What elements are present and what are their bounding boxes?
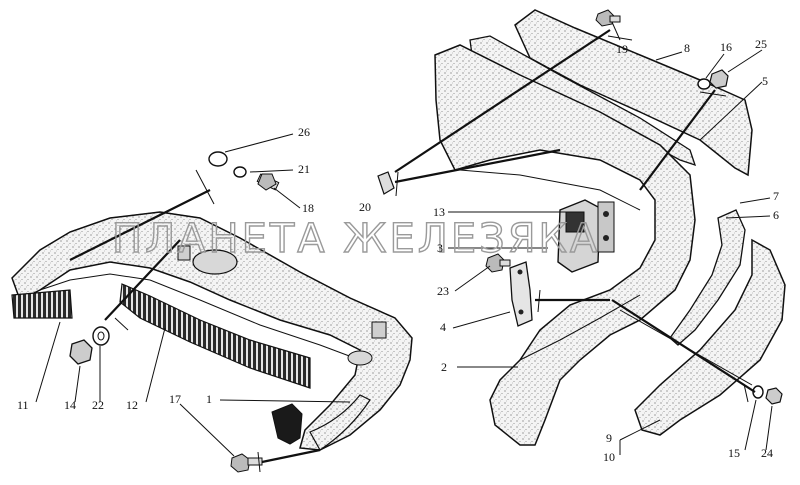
callout-9: 9 bbox=[606, 431, 612, 445]
callout-8: 8 bbox=[684, 41, 690, 55]
bolt-17-icon bbox=[230, 453, 263, 473]
callout-2: 2 bbox=[441, 360, 447, 374]
clip-20-icon bbox=[377, 171, 395, 195]
nut-14-icon bbox=[69, 339, 93, 365]
callout-15: 15 bbox=[728, 446, 740, 460]
bolt-18-icon bbox=[256, 173, 280, 191]
callout-18: 18 bbox=[302, 201, 314, 215]
callout-4: 4 bbox=[440, 320, 446, 334]
rear-bumper bbox=[434, 44, 696, 446]
callout-3: 3 bbox=[437, 241, 443, 255]
watermark: ПЛАНЕТА ЖЕЛЕЗЯКА bbox=[112, 216, 600, 262]
callout-20: 20 bbox=[359, 200, 371, 214]
bolt-19-icon bbox=[595, 9, 621, 27]
callout-14: 14 bbox=[64, 398, 76, 412]
end-strip-left bbox=[11, 289, 73, 319]
callout-11: 11 bbox=[17, 398, 29, 412]
callout-1: 1 bbox=[206, 392, 212, 406]
assembly-lines bbox=[69, 29, 756, 473]
callout-5: 5 bbox=[762, 74, 768, 88]
nut-24-icon bbox=[765, 387, 783, 405]
bumper-strip bbox=[119, 283, 311, 389]
upper-bracket bbox=[514, 9, 753, 177]
callout-24: 24 bbox=[761, 446, 773, 460]
callout-17: 17 bbox=[169, 392, 181, 406]
small-bracket bbox=[509, 261, 533, 327]
front-bumper bbox=[11, 211, 413, 451]
nut-25-icon bbox=[709, 69, 729, 89]
callout-23: 23 bbox=[437, 284, 449, 298]
callout-21: 21 bbox=[298, 162, 310, 176]
washer-26-icon bbox=[208, 151, 228, 167]
callout-25: 25 bbox=[755, 37, 767, 51]
callout-19: 19 bbox=[616, 42, 628, 56]
callout-13: 13 bbox=[433, 205, 445, 219]
callout-26: 26 bbox=[298, 125, 310, 139]
callout-10: 10 bbox=[603, 450, 615, 464]
washer-21-icon bbox=[233, 166, 247, 178]
washer-16-icon bbox=[697, 78, 711, 90]
end-cap bbox=[271, 403, 303, 445]
callout-labels: 26 21 18 11 14 22 12 17 1 2 4 23 3 13 20… bbox=[17, 37, 779, 464]
callout-16: 16 bbox=[720, 40, 732, 54]
mount-block bbox=[557, 199, 615, 273]
side-trim-inner bbox=[669, 209, 746, 346]
callout-6: 6 bbox=[773, 208, 779, 222]
side-trim-outer bbox=[634, 238, 786, 436]
callout-22: 22 bbox=[92, 398, 104, 412]
leader-lines bbox=[35, 21, 773, 457]
callout-12: 12 bbox=[126, 398, 138, 412]
bolt-23-icon bbox=[485, 253, 511, 273]
callout-7: 7 bbox=[773, 189, 779, 203]
